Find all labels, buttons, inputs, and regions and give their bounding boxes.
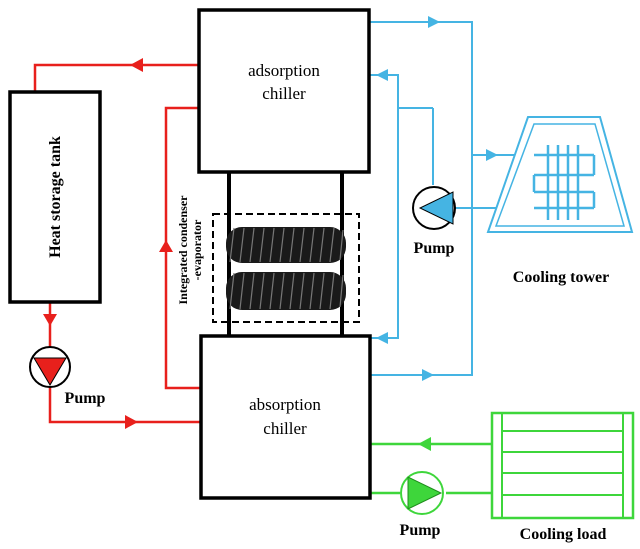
pump-to-absorber-pipe — [48, 387, 200, 424]
upper-coil — [226, 227, 346, 263]
heat-pump-label: Pump — [65, 390, 106, 407]
tower-flow-arrow — [376, 69, 388, 81]
pump-icon — [29, 346, 71, 388]
tower-pump[interactable]: Pump — [412, 186, 456, 257]
absorption-chiller-label-line2: chiller — [263, 419, 307, 438]
cooling-load — [490, 411, 635, 520]
adsorber-to-tower-pipe — [370, 21, 528, 156]
load-flow-arrow — [418, 437, 431, 451]
condenser-evaporator-label-line2: -evaporator — [190, 219, 204, 280]
heat-pump[interactable]: Pump — [29, 346, 106, 407]
cooling-tower-inner — [494, 123, 625, 227]
cooling-tower-label: Cooling tower — [513, 269, 609, 286]
heat-flow-arrow — [125, 415, 138, 429]
heat-flow-arrow — [43, 314, 57, 326]
cooling-tower — [486, 116, 634, 233]
heat-supply-pipe — [33, 63, 198, 92]
lower-coil — [226, 272, 346, 310]
adsorption-chiller-label-line2: chiller — [262, 84, 306, 103]
absorption-chiller-label-line1: absorption — [249, 395, 321, 414]
heat-storage-tank-label: Heat storage tank — [47, 136, 64, 258]
cooling-load-label: Cooling load — [520, 526, 607, 543]
tower-flow-arrow — [428, 16, 440, 28]
tower-loop-arrows — [376, 16, 498, 381]
tower-flow-arrow — [422, 369, 434, 381]
absorption-chiller-box — [199, 334, 372, 500]
tower-flow-arrow — [376, 332, 388, 344]
heat-storage-tank-box — [8, 90, 102, 304]
adsorption-chiller-box — [197, 8, 371, 174]
tower-flow-arrow — [486, 149, 498, 161]
tower-pump-label: Pump — [414, 240, 455, 257]
absorber-to-tower-pipe — [370, 155, 473, 376]
condenser-evaporator-frame — [212, 213, 360, 323]
pump-icon — [400, 471, 444, 515]
load-pump[interactable]: Pump — [400, 471, 444, 539]
condenser-evaporator-label: Integrated condenser -evaporator — [176, 195, 204, 305]
load-pump-label: Pump — [400, 522, 441, 539]
pump-icon — [412, 186, 456, 230]
condenser-evaporator: Integrated condenser -evaporator — [176, 172, 360, 336]
heat-loop-arrows — [43, 58, 173, 429]
pump-branch-pipe — [370, 74, 433, 109]
heat-flow-arrow — [130, 58, 143, 72]
condenser-evaporator-label-line1: Integrated condenser — [176, 195, 190, 305]
cooling-load-outline — [490, 411, 635, 520]
adsorption-chiller-label-line1: adsorption — [248, 61, 320, 80]
cooling-tower-coil — [532, 145, 596, 220]
heat-flow-arrow — [159, 240, 173, 252]
